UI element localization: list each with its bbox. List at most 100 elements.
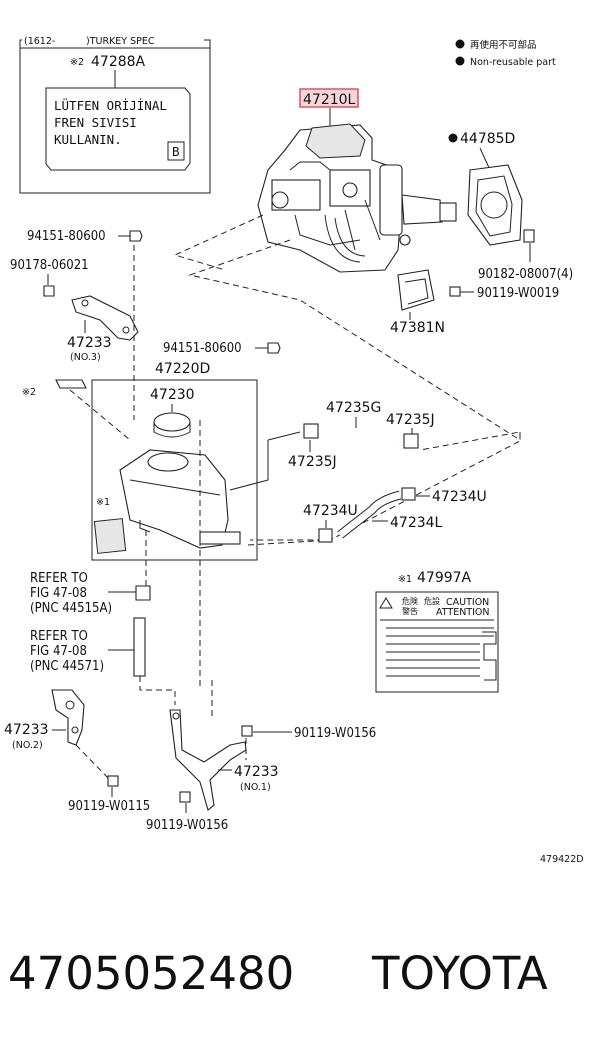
part-47233-no1-sub: (NO.1)	[240, 782, 271, 793]
bracket-no3-hole-2	[122, 326, 130, 334]
legend-en: Non-reusable part	[470, 57, 556, 68]
non-reusable-dot-icon	[455, 39, 465, 49]
booster-lines	[289, 161, 381, 251]
refer1-line-1: REFER TO	[30, 571, 88, 586]
caution-jp-2: 危設	[424, 596, 440, 606]
part-90119-w0156-b[interactable]: 90119-W0156	[146, 818, 228, 833]
nut-icon	[523, 229, 535, 243]
refer2-line-1: REFER TO	[30, 629, 88, 644]
part-90119-w0156-a[interactable]: 90119-W0156	[294, 726, 376, 741]
part-47234u-b[interactable]: 47234U	[432, 489, 487, 505]
footer-brand: TOYOTA	[371, 947, 548, 1000]
bracket-no2-hole-2	[71, 726, 79, 734]
dashed-leaders-booster	[173, 214, 521, 451]
clamp-47234u-b	[401, 487, 416, 501]
reservoir-group: 94151-80600 47220D 47230 ※2 ※1	[22, 341, 331, 720]
non-reusable-dot-icon-2	[455, 56, 465, 66]
refer2-line-2: FIG 47-08	[30, 644, 87, 659]
part-90178[interactable]: 90178-06021	[10, 258, 89, 273]
warning-line-3: KULLANIN.	[54, 132, 122, 147]
gasket-plate	[467, 164, 523, 246]
bolt-90119-w0115	[107, 775, 119, 787]
bracket-no3-group: 94151-80600 90178-06021 47233 (NO.3)	[10, 229, 143, 420]
bolt-90119-w0156-a	[241, 725, 253, 737]
caution-label-group: ※1 47997A 危険 危設 警告 CAUTION ATTENTION	[375, 570, 499, 693]
dash-reservoir	[199, 420, 331, 720]
bracket-no2	[51, 689, 85, 746]
hose-47234-group: 47234U 47234U 47234L	[303, 487, 487, 543]
lower-brackets: 47233 (NO.2) 90119-W0115 90119-W0156 472…	[4, 689, 376, 833]
part-47210l[interactable]: 47210L	[303, 92, 356, 108]
non-reusable-dot-icon-44785d	[448, 133, 458, 143]
part-94151-mid[interactable]: 94151-80600	[163, 341, 242, 356]
booster-stud	[399, 234, 411, 246]
part-44785d[interactable]: 44785D	[460, 131, 515, 147]
label-mark2	[55, 379, 87, 389]
booster-port-2	[342, 182, 358, 198]
gasket-inner	[475, 175, 513, 237]
mark-2: ※2	[22, 387, 36, 398]
label-part-mark: ※2	[70, 57, 84, 68]
part-90119-w0115[interactable]: 90119-W0115	[68, 799, 150, 814]
clip-90178	[43, 285, 55, 297]
part-47230[interactable]: 47230	[150, 387, 195, 403]
caution-text-lines	[380, 619, 494, 677]
brake-booster-assembly: 47210L	[257, 88, 457, 273]
warning-triangle-icon	[379, 597, 393, 609]
clamp-47234u-a	[318, 528, 333, 543]
caution-en-2: ATTENTION	[436, 607, 490, 618]
part-47235g[interactable]: 47235G	[326, 400, 381, 416]
part-47233-no2-sub: (NO.2)	[12, 740, 43, 751]
gasket-hole	[480, 191, 508, 219]
part-47235j-a[interactable]: 47235J	[288, 454, 337, 470]
caution-right-blocks	[482, 631, 497, 681]
spec-note-left: (1612-	[24, 36, 55, 47]
part-47234l[interactable]: 47234L	[390, 515, 443, 531]
warning-label-plate	[45, 87, 191, 171]
caution-jp-3: 警告	[402, 606, 418, 616]
refer2-line-3: (PNC 44571)	[30, 659, 104, 674]
booster-top-block	[305, 123, 366, 159]
reservoir-cap-side	[153, 422, 191, 438]
part-47381n[interactable]: 47381N	[390, 320, 445, 336]
hose-47235-group: 47235G 47235J 47235J	[229, 400, 435, 491]
mark-1: ※1	[96, 497, 110, 508]
warning-tag-box	[167, 141, 185, 161]
booster-pushrod-end	[439, 202, 457, 222]
highlight-box	[299, 88, 359, 108]
part-90119-w0019[interactable]: 90119-W0019	[477, 286, 559, 301]
part-94151-top[interactable]: 94151-80600	[27, 229, 106, 244]
reservoir-frame	[91, 379, 258, 561]
pipe-44571	[133, 617, 146, 677]
warning-line-1: LÜTFEN ORİJİNAL	[54, 97, 167, 113]
part-47233-no1[interactable]: 47233	[234, 764, 279, 780]
part-47233-no3[interactable]: 47233	[67, 335, 112, 351]
nut-94151-mid	[267, 342, 281, 354]
turkey-spec-group: (1612- )TURKEY SPEC ※2 47288A LÜTFEN ORİ…	[19, 36, 211, 194]
reservoir-neck	[147, 452, 189, 472]
warning-line-2: FREN SIVISI	[54, 115, 137, 130]
hose-47234l-inner	[337, 491, 401, 538]
part-47220d[interactable]: 47220D	[155, 361, 210, 377]
pipe-47235-link	[229, 440, 269, 491]
nut-94151-top	[129, 230, 143, 242]
reservoir-details	[129, 479, 221, 533]
reservoir-cap	[153, 412, 191, 432]
caution-mark: ※1	[398, 574, 412, 585]
bracket-no2-hole	[65, 700, 75, 710]
nut-90182: 90182-08007(4)	[478, 229, 573, 282]
part-47997a[interactable]: 47997A	[417, 570, 472, 586]
label-part-number: 47288A	[91, 54, 146, 70]
dash-refer2	[139, 676, 176, 705]
spec-bracket	[19, 39, 211, 48]
part-47235j-b[interactable]: 47235J	[386, 412, 435, 428]
part-47234u-a[interactable]: 47234U	[303, 503, 358, 519]
gasket-44785d: 44785D	[448, 131, 523, 246]
clamp-47235j-b	[403, 433, 419, 449]
spec-frame	[19, 47, 211, 194]
dash-mark2	[69, 389, 131, 441]
part-47233-no2[interactable]: 47233	[4, 722, 49, 738]
legend: 再使用不可部品 Non-reusable part	[455, 39, 556, 68]
part-90182[interactable]: 90182-08007(4)	[478, 267, 573, 282]
